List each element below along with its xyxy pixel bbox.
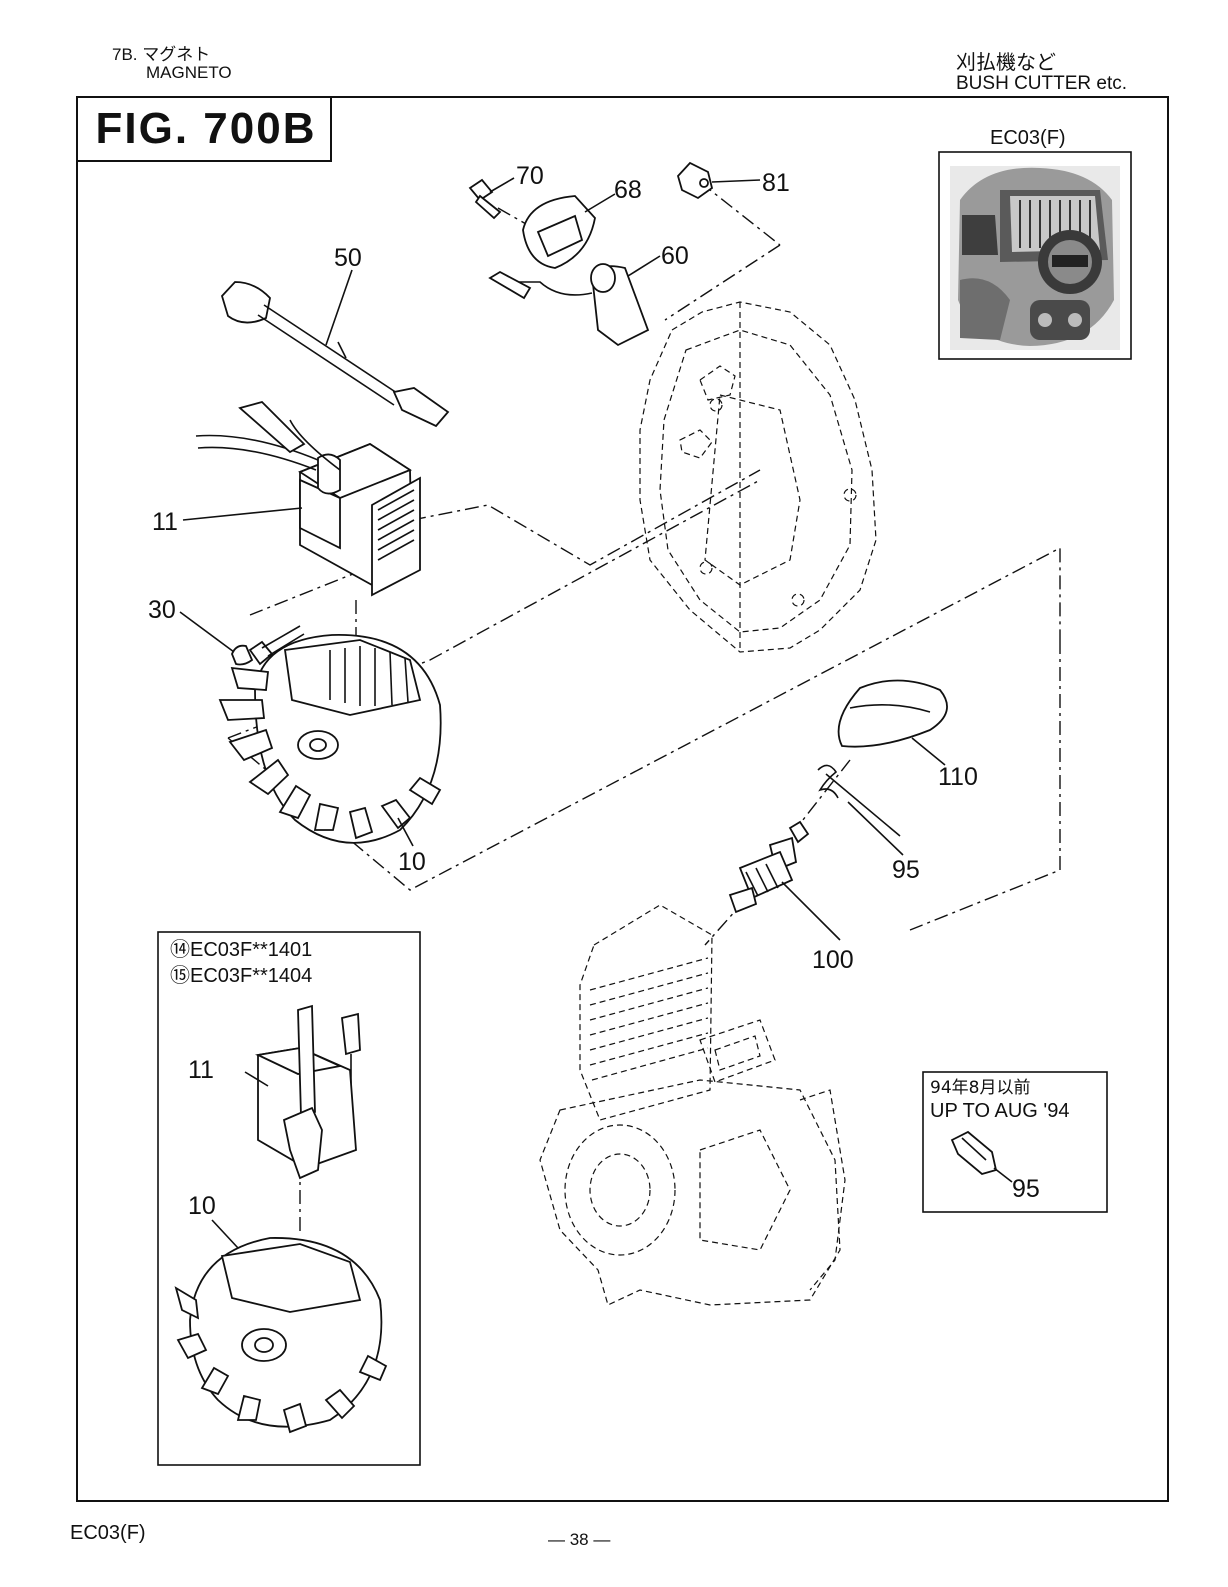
callout-numbers: 70 68 81 60 50 11 30 10 110 95 100 — [148, 162, 978, 974]
callout-60: 60 — [661, 242, 689, 270]
part-110-plug-cover — [839, 680, 947, 746]
aug94-callout-95: 95 — [1012, 1175, 1040, 1203]
aug94-clip-drawing — [952, 1132, 996, 1174]
callout-81: 81 — [762, 169, 790, 197]
part-10-flywheel — [220, 635, 441, 843]
engine-photo-drawing — [950, 166, 1120, 350]
variant-callout-11: 11 — [188, 1056, 214, 1084]
variant-line-1: ⑭EC03F**1401 — [170, 938, 312, 961]
footer-model: EC03(F) — [70, 1522, 146, 1545]
callout-30: 30 — [148, 596, 176, 624]
callout-95: 95 — [892, 856, 920, 884]
part-95-clip — [818, 765, 900, 836]
part-70-screw — [470, 180, 500, 218]
variant-coil-drawing — [245, 1006, 360, 1178]
callout-70: 70 — [516, 162, 544, 190]
part-100-spark-plug — [730, 822, 808, 912]
crankcase-cover — [640, 302, 876, 652]
inset-photo-label: EC03(F) — [990, 127, 1066, 149]
part-60-stop-switch — [490, 264, 648, 345]
footer-page-number: — 38 — — [548, 1530, 610, 1550]
part-68-cover — [523, 196, 595, 268]
variant-line-2: ⑮EC03F**1404 — [170, 964, 312, 987]
figure-title: FIG. 700B — [78, 104, 334, 154]
figure-title-box: FIG. 700B — [76, 96, 332, 162]
callout-50: 50 — [334, 244, 362, 272]
callout-110: 110 — [938, 763, 978, 791]
aug94-box: 94年8月以前 UP TO AUG '94 95 — [923, 1072, 1107, 1212]
aug94-line-2: UP TO AUG '94 — [930, 1100, 1069, 1122]
part-11-ignition-coil — [196, 402, 420, 595]
leader-lines — [180, 178, 945, 940]
callout-10: 10 — [398, 848, 426, 876]
aug94-line-1: 94年8月以前 — [930, 1078, 1030, 1098]
variant-callout-10: 10 — [188, 1192, 216, 1220]
inset-photo: EC03(F) — [939, 127, 1131, 359]
part-81-grommet — [678, 163, 712, 198]
callout-68: 68 — [614, 176, 642, 204]
callout-100: 100 — [812, 946, 854, 974]
cylinder-block — [540, 905, 845, 1305]
variant-box: ⑭EC03F**1401 ⑮EC03F**1404 11 — [158, 932, 420, 1465]
callout-11: 11 — [152, 508, 178, 536]
variant-flywheel-drawing — [176, 1238, 386, 1432]
